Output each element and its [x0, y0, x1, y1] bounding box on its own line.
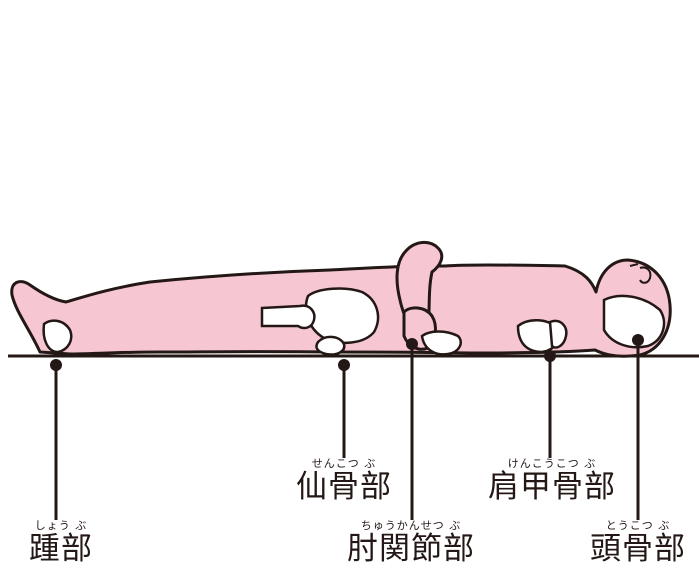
humerus-bone: [550, 321, 566, 348]
femur-head: [262, 306, 314, 328]
label-heel: しょう ぶ 踵部: [18, 520, 104, 566]
marker-heel: [50, 359, 62, 371]
text-sacrum: 仙骨部: [286, 470, 402, 504]
marker-occipital: [632, 334, 644, 346]
label-elbow: ちゅうかんせつ ぶ 肘関節部: [336, 520, 486, 566]
label-scapula: けんこうこつ ぶ 肩甲骨部: [478, 458, 626, 504]
text-elbow: 肘関節部: [336, 532, 486, 566]
text-scapula: 肩甲骨部: [478, 470, 626, 504]
heel-bone: [44, 321, 72, 352]
sacrum-bone: [316, 337, 344, 355]
text-occipital: 頭骨部: [582, 532, 694, 566]
label-occipital: とうこつ ぶ 頭骨部: [582, 520, 694, 566]
label-sacrum: せんこつ ぶ 仙骨部: [286, 458, 402, 504]
marker-sacrum: [338, 359, 350, 371]
text-heel: 踵部: [18, 532, 104, 566]
marker-elbow: [406, 338, 418, 350]
marker-scapula: [544, 350, 556, 362]
